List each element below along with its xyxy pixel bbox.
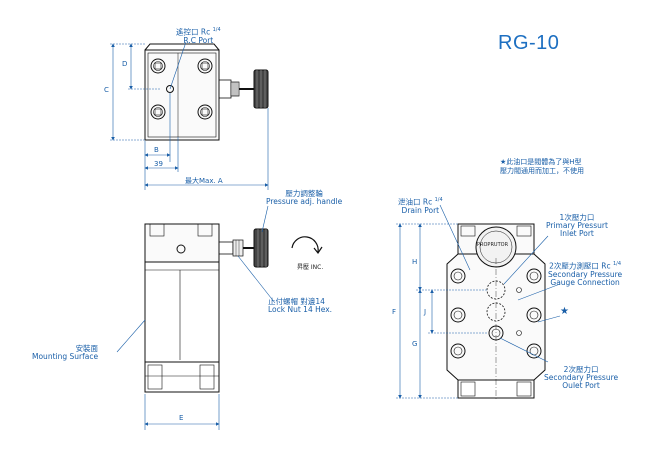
top-view-dimensions <box>110 41 269 190</box>
inc-rotation-arrow <box>291 236 323 255</box>
dim-j: J <box>424 308 427 316</box>
bolt-tl <box>150 58 166 74</box>
mounting-en: Mounting Surface <box>32 352 99 361</box>
dim-e: E <box>179 414 184 422</box>
primary-en2: Inlet Port <box>560 229 594 238</box>
rc-port-en: R.C Port <box>183 35 214 45</box>
locknut-label: 止付螺帽 對邊14 Lock Nut 14 Hex. <box>268 298 332 314</box>
note-text: ★此油口是閥體為了與H型 壓力閥通用而加工，不使用 <box>500 158 584 176</box>
gauge-en2: Gauge Connection <box>550 277 620 287</box>
side-view-dimensions <box>116 205 276 430</box>
rc-port-zh: 遙控口 Rc <box>176 27 211 37</box>
drain-en: Drain Port <box>401 205 440 215</box>
note-line2: 壓力閥通用而加工，不使用 <box>500 167 584 175</box>
mounting-zh: 安裝面 <box>75 344 99 353</box>
drain-frac: 1/4 <box>434 197 443 203</box>
primary-en1: Primary Pressurt <box>546 221 608 230</box>
handle-label: 壓力調整輪 Pressure adj. handle <box>266 190 342 206</box>
gauge-zh: 2次壓力測壓口 Rc <box>549 261 611 271</box>
drain-zh: 泄油口 Rc <box>398 197 433 207</box>
mounting-label: 安裝面 Mounting Surface <box>32 345 98 361</box>
outlet-port-label: 2次壓力口 Secondary Pressure Oulet Port <box>544 366 618 390</box>
rc-port-hole <box>166 85 174 93</box>
dim-39: 39 <box>154 160 163 168</box>
locknut-en: Lock Nut 14 Hex. <box>268 305 333 314</box>
dim-c: C <box>104 86 109 94</box>
side-view <box>144 223 269 393</box>
dim-d: D <box>122 60 128 68</box>
brand-plate: PROPRUTOR <box>477 242 509 248</box>
dim-g: G <box>412 340 418 348</box>
outlet-en1: Secondary Pressure <box>544 373 619 382</box>
outlet-zh: 2次壓力口 <box>563 365 599 374</box>
inc-label: 昇壓 INC. <box>297 264 324 271</box>
rc-port-frac: 1/4 <box>212 27 221 33</box>
bolt-bl <box>150 104 166 120</box>
bolt-br <box>197 104 213 120</box>
top-view <box>144 43 269 141</box>
gauge-en1: Secondary Pressure <box>548 269 623 279</box>
locknut-zh: 止付螺帽 對邊14 <box>268 297 325 306</box>
handle-zh: 壓力調整輪 <box>285 189 323 198</box>
dim-b: B <box>154 146 159 154</box>
note-line1: ★此油口是閥體為了與H型 <box>500 158 582 166</box>
dim-max-a: 最大Max. A <box>185 177 223 185</box>
handle-en: Pressure adj. handle <box>266 197 343 206</box>
gauge-port-label: 2次壓力測壓口 Rc 1/4 Secondary Pressure Gauge … <box>548 260 622 287</box>
drain-port-label: 泄油口 Rc 1/4 Drain Port <box>398 196 443 215</box>
outlet-en2: Oulet Port <box>562 381 600 390</box>
right-view <box>446 223 546 400</box>
primary-port-label: 1次壓力口 Primary Pressurt Inlet Port <box>546 214 608 238</box>
model-title: RG-10 <box>498 32 560 54</box>
right-view-dimensions <box>396 204 561 399</box>
primary-zh: 1次壓力口 <box>559 213 595 222</box>
dim-h: H <box>412 258 418 266</box>
star-mark: ★ <box>560 306 569 317</box>
bolt-tr <box>197 58 213 74</box>
rc-port-label: 遙控口 Rc 1/4 R.C Port <box>176 26 221 45</box>
gauge-frac: 1/4 <box>612 261 622 267</box>
dim-f: F <box>392 308 397 316</box>
